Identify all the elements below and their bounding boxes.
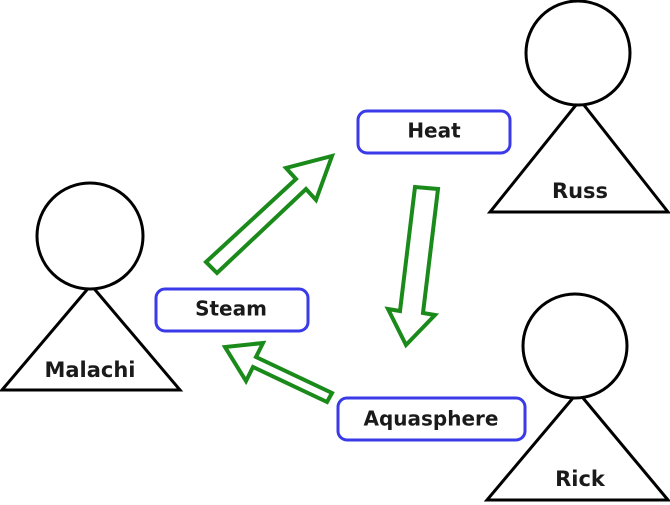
person-malachi: Malachi [0, 181, 184, 392]
person-malachi-label: Malachi [44, 358, 135, 382]
person-malachi-head [35, 181, 145, 291]
box-steam: Steam [154, 287, 310, 333]
person-russ-label: Russ [552, 179, 608, 203]
person-rick: Rick [483, 292, 670, 502]
box-aquasphere: Aquasphere [336, 396, 527, 442]
arrow-heat-to-aquasphere [384, 184, 441, 349]
arrow-aquasphere-to-steam [221, 340, 335, 405]
person-russ: Russ [486, 0, 670, 214]
person-malachi-body [0, 282, 184, 392]
box-heat-border [356, 109, 512, 155]
box-heat: Heat [356, 109, 512, 155]
person-russ-body [486, 97, 670, 214]
box-heat-label: Heat [407, 119, 461, 143]
box-steam-border [154, 287, 310, 333]
arrow-steam-to-heat [203, 153, 336, 276]
person-rick-label: Rick [555, 467, 606, 491]
person-rick-body [483, 389, 670, 502]
box-aquasphere-border [336, 396, 527, 442]
box-aquasphere-label: Aquasphere [364, 407, 499, 431]
person-rick-head [521, 292, 629, 400]
person-russ-head [524, 0, 632, 107]
box-steam-label: Steam [195, 297, 267, 321]
